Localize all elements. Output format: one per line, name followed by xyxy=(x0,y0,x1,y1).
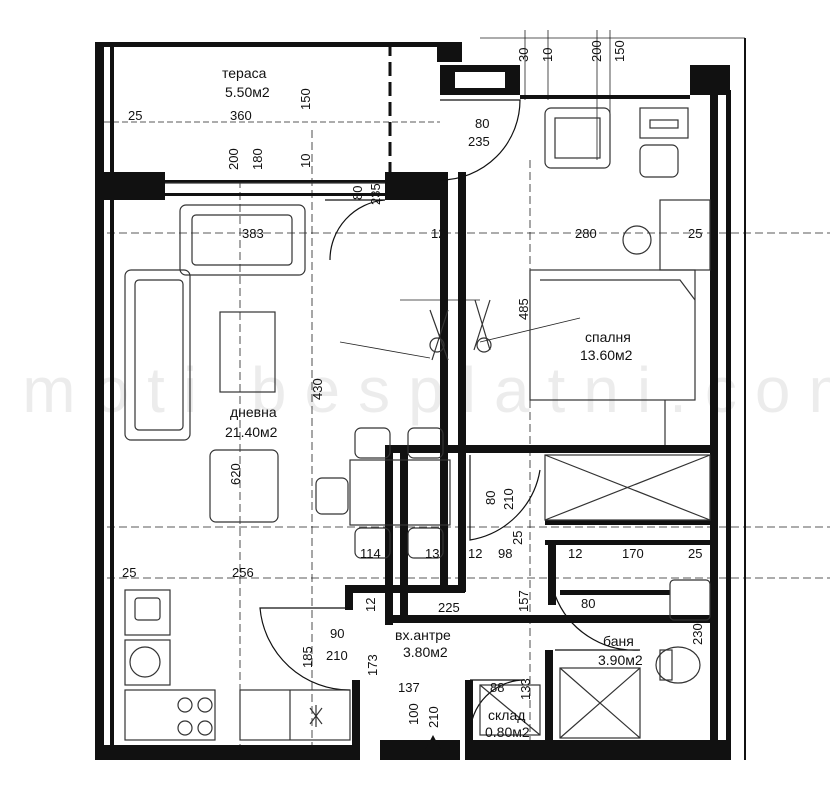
dim-235-mid: 235 xyxy=(368,183,383,205)
entry-area: 3.80м2 xyxy=(403,644,448,660)
dim-25-b: 25 xyxy=(688,226,702,241)
dim-25-c: 25 xyxy=(688,546,702,561)
dim-280: 280 xyxy=(575,226,597,241)
dim-114: 114 xyxy=(360,546,381,561)
dim-98: 98 xyxy=(498,546,512,561)
sink xyxy=(669,579,711,621)
dim-25-a: 25 xyxy=(128,108,142,123)
dim-256: 256 xyxy=(232,565,254,580)
kitchen-sink xyxy=(124,589,171,636)
dim-150-b: 150 xyxy=(298,88,313,110)
living-terrace-door xyxy=(325,199,386,261)
walls xyxy=(95,42,731,760)
bedroom-terrace-door xyxy=(439,99,521,181)
entrance-arrow-icon xyxy=(425,735,441,750)
dim-200-b: 200 xyxy=(226,148,241,170)
dim-210-bath: 210 xyxy=(501,488,516,510)
armchair-top xyxy=(179,204,306,276)
bath-name: баня xyxy=(603,633,634,649)
bath-inner-door xyxy=(554,594,641,651)
dim-200: 200 xyxy=(589,40,604,62)
dim-12-v: 12 xyxy=(363,598,378,612)
dim-137: 137 xyxy=(398,680,420,695)
dim-430: 430 xyxy=(310,378,325,400)
shower-tray xyxy=(559,667,641,739)
dim-25-e: 25 xyxy=(122,565,136,580)
dim-12-b: 12 xyxy=(468,546,482,561)
dim-25-d: 25 xyxy=(510,531,525,545)
dim-88: 88 xyxy=(490,680,504,695)
dim-100: 100 xyxy=(406,703,421,725)
living-name: дневна xyxy=(230,404,277,420)
terrace-area: 5.50м2 xyxy=(225,84,270,100)
dining-table xyxy=(349,459,451,526)
toilet xyxy=(655,646,701,684)
doors xyxy=(259,99,641,736)
dim-150: 150 xyxy=(612,40,627,62)
watermark: imoti besplatni.com xyxy=(0,354,830,426)
dim-185: 185 xyxy=(300,646,315,668)
stove xyxy=(124,689,216,741)
dim-80-top: 80 xyxy=(475,116,489,131)
storage-name: склад xyxy=(488,707,525,723)
dim-80-mid: 80 xyxy=(350,186,365,200)
dim-10: 10 xyxy=(540,48,555,62)
dim-620: 620 xyxy=(228,463,243,485)
sofa xyxy=(124,269,191,441)
dim-133: 133 xyxy=(518,678,533,700)
entry-name: вх.антре xyxy=(395,627,451,643)
storage-shelf xyxy=(479,684,541,736)
bedroom-name: спалня xyxy=(585,329,631,345)
dim-12-c: 12 xyxy=(568,546,582,561)
armchair-bottom xyxy=(209,449,279,523)
bath-area: 3.90м2 xyxy=(598,652,643,668)
dim-360: 360 xyxy=(230,108,252,123)
dim-10-b: 10 xyxy=(298,154,313,168)
living-area: 21.40м2 xyxy=(225,424,278,440)
dim-225: 225 xyxy=(438,600,460,615)
dim-90: 90 xyxy=(330,626,344,641)
bed xyxy=(529,269,696,401)
dim-210-a: 210 xyxy=(326,648,348,663)
shower-top xyxy=(544,454,711,521)
dim-157: 157 xyxy=(516,590,531,612)
dim-210-e: 210 xyxy=(426,706,441,728)
dim-173: 173 xyxy=(365,654,380,676)
dim-170: 170 xyxy=(622,546,644,561)
dim-13: 13 xyxy=(425,546,439,561)
furniture xyxy=(124,107,711,741)
bath-door xyxy=(469,455,541,541)
storage-door xyxy=(469,679,526,736)
entry-door xyxy=(259,607,351,691)
nightstand xyxy=(659,199,711,271)
terrace-name: тераса xyxy=(222,65,267,81)
dim-230: 230 xyxy=(690,623,705,645)
coffee-table xyxy=(219,311,276,393)
dim-80-bath: 80 xyxy=(483,491,498,505)
dim-235-top: 235 xyxy=(468,134,490,149)
dim-180: 180 xyxy=(250,148,265,170)
dim-12-a: 12 xyxy=(431,226,445,241)
dim-383: 383 xyxy=(242,226,264,241)
bedroom-area: 13.60м2 xyxy=(580,347,633,363)
storage-area: 0.80м2 xyxy=(485,724,530,740)
dim-80-e: 80 xyxy=(581,596,595,611)
dim-30: 30 xyxy=(516,48,531,62)
dim-485: 485 xyxy=(516,298,531,320)
